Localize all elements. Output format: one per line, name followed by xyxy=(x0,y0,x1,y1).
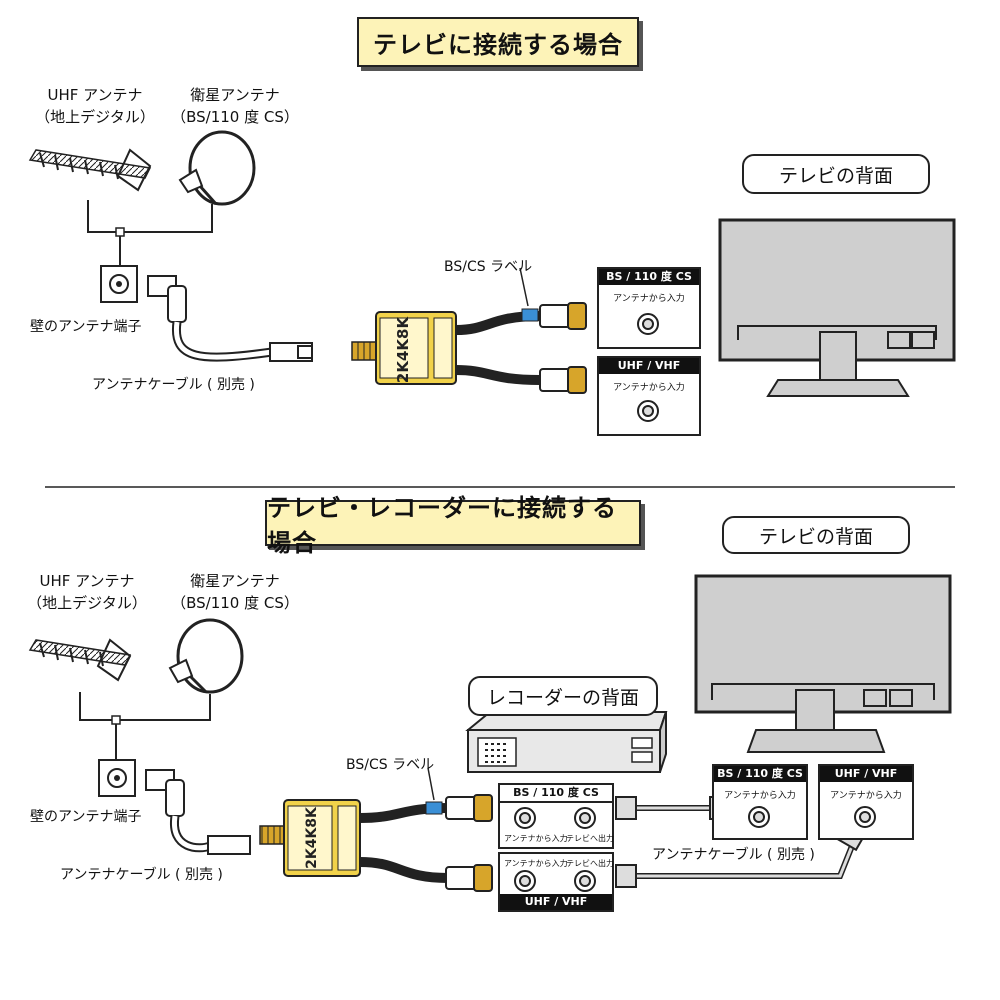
panel-head: UHF / VHF xyxy=(599,358,699,374)
recorder-uhf-panel: アンテナから入力 テレビへ出力 UHF / VHF xyxy=(498,852,614,912)
uhf-antenna-label-1: UHF アンテナ （地上デジタル） xyxy=(30,84,160,128)
uhf-antenna-sub: （地上デジタル） xyxy=(27,594,147,612)
tv-uhf-panel-1: UHF / VHF アンテナから入力 xyxy=(597,356,701,436)
uhf-antenna-label-2: UHF アンテナ （地上デジタル） xyxy=(22,570,152,614)
svg-text:2K4K8K: 2K4K8K xyxy=(394,316,412,384)
section1-title: テレビに接続する場合 xyxy=(357,17,639,67)
recorder-bs-out-jack[interactable] xyxy=(574,807,596,829)
panel-sub: アンテナから入力 xyxy=(724,791,796,801)
panel-sub: アンテナから入力 xyxy=(613,294,685,304)
tv-bs-panel-2: BS / 110 度 CS アンテナから入力 xyxy=(712,764,808,840)
recorder-icon xyxy=(465,711,668,773)
sat-antenna-label-1: 衛星アンテナ （BS/110 度 CS） xyxy=(170,84,300,128)
bs-cs-label-2: BS/CS ラベル xyxy=(346,757,435,773)
jack-label: テレビへ出力 xyxy=(566,834,614,843)
tv-back-title-2: テレビの背面 xyxy=(722,516,910,554)
bs-input-jack-1[interactable] xyxy=(637,313,659,335)
panel-sub: アンテナから入力 xyxy=(613,383,685,393)
tv-icon-2 xyxy=(694,574,952,753)
tv-icon-1 xyxy=(718,218,956,397)
panel-sub: アンテナから入力 xyxy=(830,791,902,801)
panel-head: UHF / VHF xyxy=(820,766,912,782)
bs-cs-label-1: BS/CS ラベル xyxy=(444,259,533,275)
recorder-back-title: レコーダーの背面 xyxy=(468,676,658,716)
uhf-input-jack-1[interactable] xyxy=(637,400,659,422)
panel-foot: UHF / VHF xyxy=(500,894,612,910)
wall-terminal-icon-1 xyxy=(100,265,138,303)
uhf-antenna-icon-1 xyxy=(28,148,152,192)
wall-terminal-label-1: 壁のアンテナ端子 xyxy=(30,319,142,335)
sat-antenna-label-2: 衛星アンテナ （BS/110 度 CS） xyxy=(170,570,300,614)
panel-head: BS / 110 度 CS xyxy=(714,766,806,782)
section2-title: テレビ・レコーダーに接続する場合 xyxy=(265,494,641,557)
cable-label-1: アンテナケーブル ( 別売 ) xyxy=(92,377,255,393)
wall-terminal-label-2: 壁のアンテナ端子 xyxy=(30,809,142,825)
antenna-wire-1 xyxy=(87,200,213,233)
cable-label-2: アンテナケーブル ( 別売 ) xyxy=(60,867,223,883)
wall-terminal-icon-2 xyxy=(98,759,136,797)
cable-label-3: アンテナケーブル ( 別売 ) xyxy=(652,847,815,863)
sat-antenna-sub: （BS/110 度 CS） xyxy=(171,594,299,612)
tv-bs-panel-1: BS / 110 度 CS アンテナから入力 xyxy=(597,267,701,349)
tv-uhf-panel-2: UHF / VHF アンテナから入力 xyxy=(818,764,914,840)
recorder-bs-in-jack[interactable] xyxy=(514,807,536,829)
panel-head: BS / 110 度 CS xyxy=(500,785,612,803)
tv-back-title-1: テレビの背面 xyxy=(742,154,930,194)
sat-antenna-sub: （BS/110 度 CS） xyxy=(171,108,299,126)
recorder-bs-panel: BS / 110 度 CS アンテナから入力 テレビへ出力 xyxy=(498,783,614,849)
recorder-uhf-out-jack[interactable] xyxy=(574,870,596,892)
recorder-uhf-in-jack[interactable] xyxy=(514,870,536,892)
panel-head: BS / 110 度 CS xyxy=(599,269,699,285)
satellite-dish-icon-1 xyxy=(178,130,256,206)
jack-label: アンテナから入力 xyxy=(504,859,568,868)
satellite-dish-icon-2 xyxy=(168,618,244,694)
splitter-icon-1: 2K4K8K xyxy=(351,311,457,385)
uhf-antenna-name: UHF アンテナ xyxy=(39,572,135,590)
uhf-antenna-name: UHF アンテナ xyxy=(47,86,143,104)
jack-label: テレビへ出力 xyxy=(566,859,614,868)
jack-label: アンテナから入力 xyxy=(504,834,568,843)
tv-uhf-input-jack-2[interactable] xyxy=(854,806,876,828)
uhf-antenna-sub: （地上デジタル） xyxy=(35,108,155,126)
sat-antenna-name: 衛星アンテナ xyxy=(190,86,280,104)
sat-antenna-name: 衛星アンテナ xyxy=(190,572,280,590)
splitter-icon-2: 2K4K8K xyxy=(259,799,361,877)
tv-bs-input-jack-2[interactable] xyxy=(748,806,770,828)
uhf-antenna-icon-2 xyxy=(28,638,132,682)
svg-text:2K4K8K: 2K4K8K xyxy=(304,806,320,869)
